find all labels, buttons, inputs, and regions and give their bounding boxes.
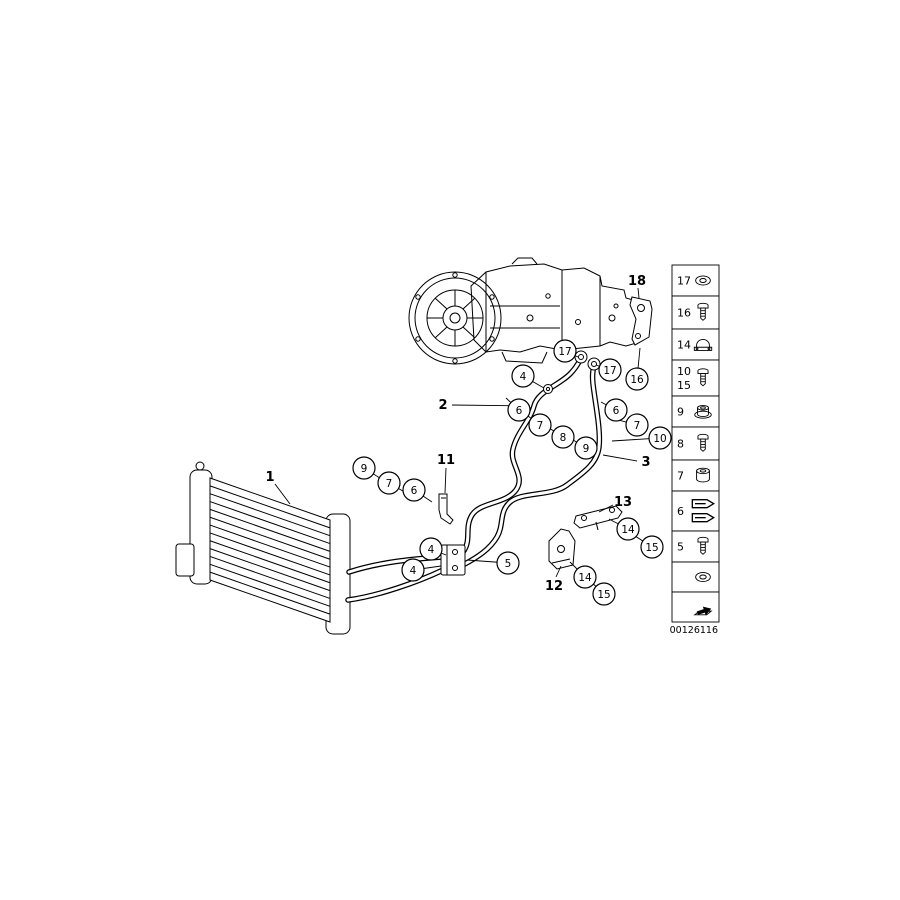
legend-row-arrow-10[interactable] <box>671 591 720 623</box>
part-label-11[interactable]: 11 <box>437 453 455 468</box>
callout-number: 16 <box>630 374 644 386</box>
transmission-art <box>408 257 641 365</box>
part-label-18[interactable]: 18 <box>628 274 646 289</box>
callout-7-12[interactable]: 7 <box>377 471 401 495</box>
part-label-1[interactable]: 1 <box>265 470 274 485</box>
callout-number: 5 <box>505 558 512 570</box>
callout-6-8[interactable]: 6 <box>604 398 628 422</box>
callout-14-14[interactable]: 14 <box>616 517 640 541</box>
bracket-13-art <box>573 505 623 531</box>
diagram-part-number: 00126116 <box>670 625 718 636</box>
legend-row-14-2[interactable]: 14 <box>671 328 720 361</box>
callout-10-10[interactable]: 10 <box>648 426 672 450</box>
part-label-3[interactable]: 3 <box>641 455 650 470</box>
legend-row-washer-9[interactable] <box>671 561 720 593</box>
legend-row-17-0[interactable]: 17 <box>671 264 720 297</box>
grommet-icon <box>696 467 710 483</box>
legend-number: 6 <box>677 505 684 518</box>
callout-number: 6 <box>613 405 620 417</box>
legend-row-16-1[interactable]: 16 <box>671 295 720 330</box>
callout-number: 17 <box>558 346 571 358</box>
callout-14-19[interactable]: 14 <box>573 565 597 589</box>
callout-number: 7 <box>537 420 544 432</box>
legend-row-6-7[interactable]: 6 <box>671 490 720 532</box>
callout-number: 9 <box>583 443 590 455</box>
callout-6-4[interactable]: 6 <box>507 398 531 422</box>
callout-17-1[interactable]: 17 <box>553 339 577 363</box>
callout-16-3[interactable]: 16 <box>625 367 649 391</box>
callout-number: 17 <box>603 365 616 377</box>
legend-row-5-8[interactable]: 5 <box>671 530 720 563</box>
callout-15-15[interactable]: 15 <box>640 535 664 559</box>
part-label-13[interactable]: 13 <box>614 495 632 510</box>
callout-number: 7 <box>634 420 641 432</box>
callout-7-5[interactable]: 7 <box>528 413 552 437</box>
callout-4-0[interactable]: 4 <box>511 364 535 388</box>
nut-icon <box>694 405 712 419</box>
callout-9-11[interactable]: 9 <box>352 456 376 480</box>
legend-number: 14 <box>677 339 691 352</box>
legend-number: 8 <box>677 438 684 451</box>
callout-9-7[interactable]: 9 <box>574 436 598 460</box>
callout-8-6[interactable]: 8 <box>551 425 575 449</box>
legend-number: 7 <box>677 470 684 483</box>
legend-row-8-5[interactable]: 8 <box>671 426 720 461</box>
legend-number: 9 <box>677 406 684 419</box>
callout-number: 4 <box>410 565 417 577</box>
washer-icon <box>695 275 711 286</box>
legend-row-9-4[interactable]: 9 <box>671 395 720 428</box>
callout-number: 15 <box>645 542 658 554</box>
callout-number: 4 <box>520 371 527 383</box>
callout-number: 7 <box>386 478 393 490</box>
legend-number: 5 <box>677 541 684 554</box>
legend-number: 10 <box>677 365 691 378</box>
callout-15-20[interactable]: 15 <box>592 582 616 606</box>
legend-number: 17 <box>677 275 691 288</box>
callout-number: 14 <box>621 524 635 536</box>
callout-17-2[interactable]: 17 <box>598 358 622 382</box>
part-label-2[interactable]: 2 <box>438 398 447 413</box>
washer-icon <box>695 571 711 583</box>
oil-cooler-art <box>175 461 351 635</box>
legend-row-7-6[interactable]: 7 <box>671 459 720 492</box>
callout-5-18[interactable]: 5 <box>496 551 520 575</box>
callout-6-13[interactable]: 6 <box>402 478 426 502</box>
callout-number: 4 <box>428 544 435 556</box>
legend-number: 15 <box>677 379 691 392</box>
bracket-18-art <box>629 296 653 346</box>
callout-number: 15 <box>597 589 610 601</box>
bracket-11-art <box>438 493 454 525</box>
fittings-art <box>440 350 601 576</box>
callout-number: 8 <box>560 432 567 444</box>
callout-number: 14 <box>578 572 592 584</box>
callout-7-9[interactable]: 7 <box>625 413 649 437</box>
callout-4-16[interactable]: 4 <box>419 537 443 561</box>
oil-lines-art <box>345 355 603 603</box>
part-label-12[interactable]: 12 <box>545 579 563 594</box>
callout-number: 6 <box>411 485 418 497</box>
callout-number: 9 <box>361 463 368 475</box>
callout-4-17[interactable]: 4 <box>401 558 425 582</box>
bracket-12-art <box>548 528 576 570</box>
legend-number: 16 <box>677 307 691 320</box>
callout-number: 10 <box>653 433 666 445</box>
callout-number: 6 <box>516 405 523 417</box>
